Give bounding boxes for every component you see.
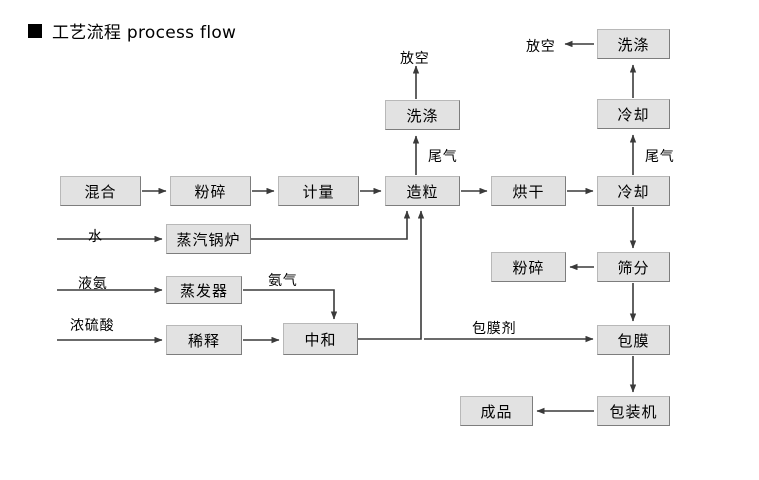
label-tailgas-middle: 尾气 [428, 149, 458, 165]
node-label: 冷却 [617, 182, 650, 201]
node-label: 包装机 [609, 402, 658, 421]
node-label: 蒸汽锅炉 [176, 230, 241, 249]
node-label: 筛分 [617, 258, 650, 277]
node-crush-2[interactable]: 粉碎 [491, 252, 566, 282]
node-wash-right[interactable]: 洗涤 [597, 29, 670, 59]
label-tailgas-right: 尾气 [645, 149, 675, 165]
node-wash-middle[interactable]: 洗涤 [385, 100, 460, 130]
node-label: 造粒 [406, 182, 439, 201]
node-cool-top[interactable]: 冷却 [597, 99, 670, 129]
node-dry[interactable]: 烘干 [491, 176, 566, 206]
node-crush-1[interactable]: 粉碎 [170, 176, 251, 206]
node-label: 成品 [480, 402, 513, 421]
node-label: 稀释 [187, 331, 220, 350]
node-granulate[interactable]: 造粒 [385, 176, 460, 206]
node-label: 混合 [84, 182, 117, 201]
diagram-title-text: 工艺流程 process flow [52, 23, 237, 43]
node-label: 烘干 [512, 182, 545, 201]
node-label: 计量 [302, 182, 335, 201]
node-mix[interactable]: 混合 [60, 176, 141, 206]
label-vent-right: 放空 [526, 39, 556, 55]
label-coating-agent: 包膜剂 [472, 321, 517, 337]
node-label: 洗涤 [406, 106, 439, 125]
node-cool-main[interactable]: 冷却 [597, 176, 670, 206]
node-label: 粉碎 [194, 182, 227, 201]
node-coat[interactable]: 包膜 [597, 325, 670, 355]
label-sulfuric-acid: 浓硫酸 [70, 318, 115, 334]
edge-evap-to-neutralize [243, 289, 338, 320]
node-meter[interactable]: 计量 [278, 176, 359, 206]
node-packer[interactable]: 包装机 [597, 396, 670, 426]
node-screen[interactable]: 筛分 [597, 252, 670, 282]
node-evaporator[interactable]: 蒸发器 [166, 276, 242, 304]
node-steam-boiler[interactable]: 蒸汽锅炉 [166, 224, 251, 254]
edge-neutralize-to-granulate [358, 210, 425, 340]
edge-boiler-to-granulate [251, 210, 411, 240]
diagram-title: 工艺流程 process flow [28, 18, 236, 43]
node-label: 包膜 [617, 331, 650, 350]
label-liquid-ammonia: 液氨 [78, 276, 108, 292]
node-neutralize[interactable]: 中和 [283, 323, 358, 355]
square-bullet-icon [28, 23, 42, 38]
node-label: 粉碎 [512, 258, 545, 277]
node-dilute[interactable]: 稀释 [166, 325, 242, 355]
node-product[interactable]: 成品 [460, 396, 533, 426]
label-ammonia-gas: 氨气 [268, 273, 298, 289]
label-water: 水 [88, 229, 103, 245]
node-label: 中和 [304, 330, 337, 349]
label-vent-middle: 放空 [400, 51, 430, 67]
node-label: 洗涤 [617, 35, 650, 54]
node-label: 蒸发器 [179, 281, 228, 300]
node-label: 冷却 [617, 105, 650, 124]
